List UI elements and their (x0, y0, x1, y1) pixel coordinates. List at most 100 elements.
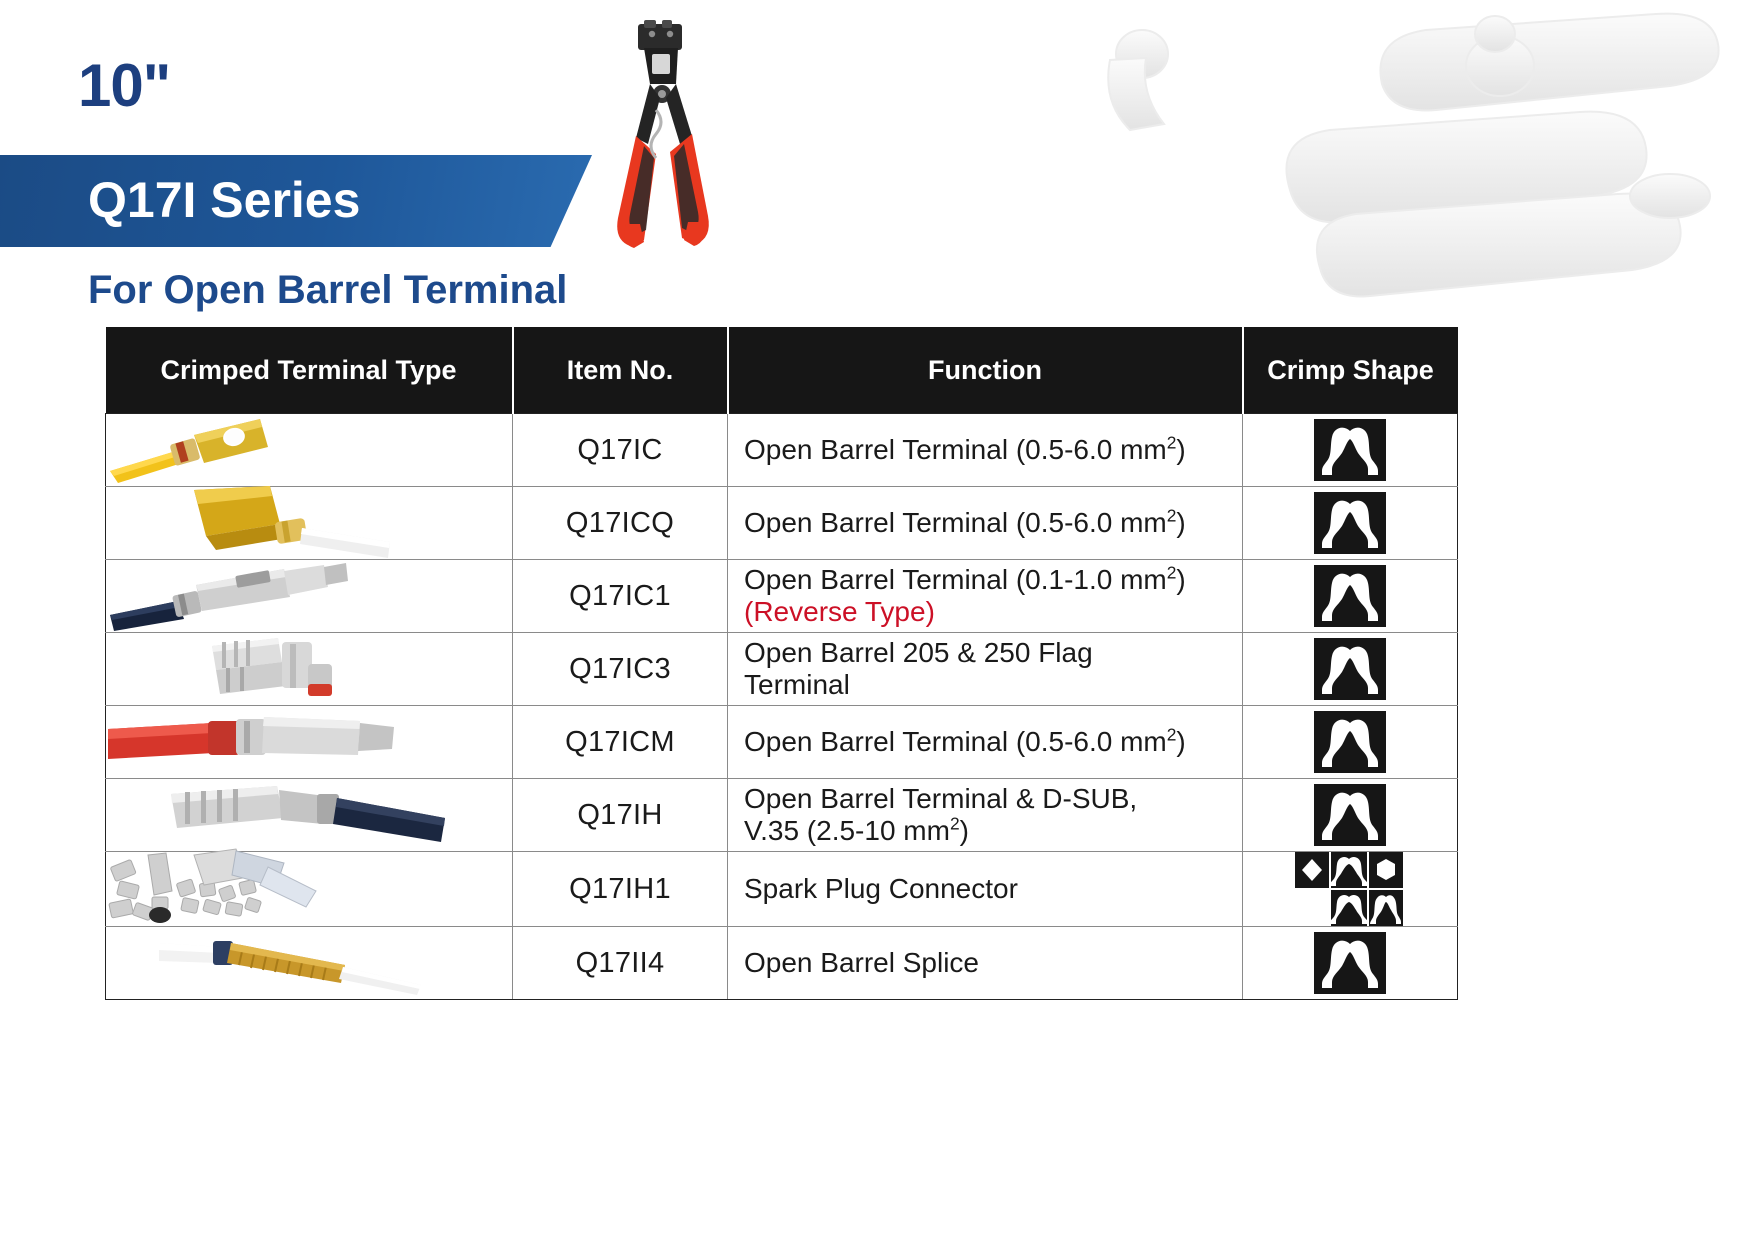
item-no-cell: Q17IC (512, 413, 728, 487)
function-line-1: Open Barrel Terminal (0.5-6.0 mm2) (744, 434, 1242, 466)
terminal-photo-cell (105, 413, 513, 487)
b-crimp-icon (1314, 711, 1386, 773)
terminal-photo-cell (105, 486, 513, 560)
flag-terminal-pair (212, 638, 332, 696)
function-text: Open Barrel Terminal (0.5-6.0 mm (744, 433, 1167, 465)
series-title: Q17I Series (88, 171, 361, 228)
b-crimp-icon (1314, 784, 1386, 846)
reverse-type-note: (Reverse Type) (744, 596, 935, 627)
function-text-tail: ) (1176, 563, 1186, 595)
red-wire-female-spade-terminal (108, 717, 394, 759)
d-sub-contact-with-navy-wire (171, 786, 445, 842)
multi-shape-icon (1295, 852, 1403, 926)
crimp-shape-cell (1242, 778, 1458, 852)
terminal-photo-cell (105, 705, 513, 779)
yellow-male-spade-terminal (110, 419, 268, 483)
function-text-tail: ) (1176, 433, 1186, 465)
function-cell: Open Barrel Terminal (0.1-1.0 mm2)(Rever… (727, 559, 1243, 633)
item-no-cell: Q17II4 (512, 926, 728, 1000)
item-no-value: Q17IH1 (569, 872, 671, 905)
function-text: Open Barrel 205 & 250 Flag (744, 636, 1093, 668)
function-line-1: Open Barrel 205 & 250 Flag (744, 637, 1242, 669)
function-text: Open Barrel Terminal & D-SUB, (744, 782, 1138, 814)
unit-superscript: 2 (1166, 724, 1177, 745)
terminal-photo-cell (105, 926, 513, 1000)
table-row: Q17II4 Open Barrel Splice (105, 926, 1458, 1000)
item-no-value: Q17IC1 (569, 579, 671, 612)
function-line-1: Open Barrel Terminal (0.1-1.0 mm2) (744, 564, 1242, 596)
table-row: Q17ICQ Open Barrel Terminal (0.5-6.0 mm2) (105, 486, 1458, 560)
function-cell: Open Barrel Terminal (0.5-6.0 mm2) (727, 486, 1243, 560)
item-no-cell: Q17IH1 (512, 851, 728, 927)
function-line-2-tail: ) (959, 815, 969, 846)
unit-superscript: 2 (949, 813, 960, 834)
function-cell: Spark Plug Connector (727, 851, 1243, 927)
crimper-jaws-watermark (990, 0, 1754, 340)
terminal-photo-cell (105, 559, 513, 633)
open-barrel-splice-with-white-wires (159, 941, 421, 995)
column-header-item-no: Item No. (512, 327, 729, 414)
function-line-1: Open Barrel Terminal (0.5-6.0 mm2) (744, 507, 1242, 539)
tool-size-label: 10" (78, 52, 171, 119)
b-crimp-icon (1314, 638, 1386, 700)
item-no-cell: Q17ICQ (512, 486, 728, 560)
function-cell: Open Barrel Terminal (0.5-6.0 mm2) (727, 705, 1243, 779)
page-subtitle: For Open Barrel Terminal (88, 268, 568, 312)
column-header-crimp-shape: Crimp Shape (1242, 327, 1458, 414)
item-no-cell: Q17IH (512, 778, 728, 852)
item-no-cell: Q17IC1 (512, 559, 728, 633)
table-row: Q17IC Open Barrel Terminal (0.5-6.0 mm2) (105, 413, 1458, 487)
b-crimp-icon (1314, 932, 1386, 994)
unit-superscript: 2 (1166, 505, 1177, 526)
function-line-1: Open Barrel Splice (744, 947, 1242, 979)
crimp-shape-cell (1242, 926, 1458, 1000)
function-line-2: V.35 (2.5-10 mm2) (744, 815, 1242, 847)
gold-female-spade-terminal-with-white-wire (194, 486, 390, 558)
table-row: Q17IH Open Barrel Terminal & D-SUB,V.35 (… (105, 778, 1458, 852)
crimp-shape-cell (1242, 851, 1458, 927)
function-cell: Open Barrel Splice (727, 926, 1243, 1000)
table-header-row: Crimped Terminal Type Item No. Function … (105, 327, 1458, 414)
function-line-1: Open Barrel Terminal (0.5-6.0 mm2) (744, 726, 1242, 758)
function-text: Open Barrel Splice (744, 946, 980, 978)
terminal-photo-cell (105, 632, 513, 706)
column-header-terminal-type: Crimped Terminal Type (105, 327, 514, 414)
unit-superscript: 2 (1166, 562, 1177, 583)
function-text-tail: ) (1176, 725, 1186, 757)
b-crimp-icon (1314, 492, 1386, 554)
column-header-function: Function (727, 327, 1244, 414)
terminal-photo-cell (105, 778, 513, 852)
table-row: Q17ICM Open Barrel Terminal (0.5-6.0 mm2) (105, 705, 1458, 779)
function-cell: Open Barrel Terminal & D-SUB,V.35 (2.5-1… (727, 778, 1243, 852)
function-line-1: Spark Plug Connector (744, 873, 1242, 905)
function-text-tail: ) (1176, 506, 1186, 538)
terminal-photo-cell (105, 848, 513, 927)
item-no-value: Q17II4 (575, 946, 665, 979)
crimp-shape-cell (1242, 632, 1458, 706)
item-no-value: Q17IH (577, 798, 663, 831)
unit-superscript: 2 (1166, 432, 1177, 453)
function-text: Open Barrel Terminal (0.5-6.0 mm (744, 725, 1167, 757)
crimping-tool-photo (600, 18, 730, 258)
silver-pin-terminal-with-black-wire (110, 563, 348, 631)
b-crimp-icon (1314, 419, 1386, 481)
function-line-2: Terminal (744, 669, 850, 700)
crimp-shape-cell (1242, 559, 1458, 633)
item-no-value: Q17IC3 (569, 652, 671, 685)
function-line-1: Open Barrel Terminal & D-SUB, (744, 783, 1242, 815)
function-text: Open Barrel Terminal (0.5-6.0 mm (744, 506, 1167, 538)
spark-plug-connector-parts-assortment (108, 848, 317, 923)
function-cell: Open Barrel Terminal (0.5-6.0 mm2) (727, 413, 1243, 487)
b-crimp-icon (1314, 565, 1386, 627)
crimp-shape-cell (1242, 486, 1458, 560)
series-banner: Q17I Series (0, 155, 592, 247)
item-no-value: Q17ICM (565, 725, 675, 758)
item-no-cell: Q17ICM (512, 705, 728, 779)
specification-table: Crimped Terminal Type Item No. Function … (105, 327, 1458, 1000)
crimp-shape-cell (1242, 413, 1458, 487)
function-text: Spark Plug Connector (744, 872, 1018, 904)
function-line-2-text: V.35 (2.5-10 mm (744, 815, 950, 846)
